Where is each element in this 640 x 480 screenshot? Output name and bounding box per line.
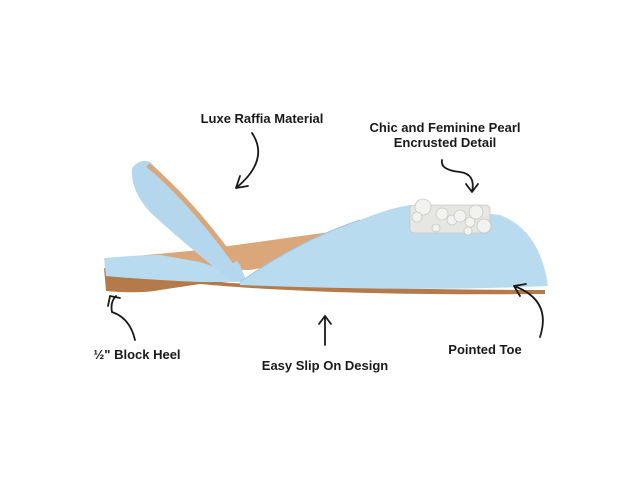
- slingback-strap: [131, 160, 246, 280]
- pearl-ornament: [409, 198, 492, 236]
- heel-counter: [104, 255, 245, 282]
- arrow-design: [318, 314, 332, 346]
- callout-toe: Pointed Toe: [448, 342, 522, 357]
- callout-heel: ½" Block Heel: [93, 347, 181, 362]
- callout-material: Luxe Raffia Material: [200, 111, 324, 126]
- arrow-material: [235, 132, 260, 189]
- shoe-image: [104, 160, 548, 295]
- callout-design: Easy Slip On Design: [261, 358, 389, 373]
- arrow-toe: [513, 283, 544, 338]
- arrow-pearl: [440, 159, 479, 193]
- callout-pearl-line2: Encrusted Detail: [393, 135, 497, 150]
- callout-pearl-line1: Chic and Feminine Pearl: [369, 120, 521, 135]
- arrow-heel: [107, 295, 136, 341]
